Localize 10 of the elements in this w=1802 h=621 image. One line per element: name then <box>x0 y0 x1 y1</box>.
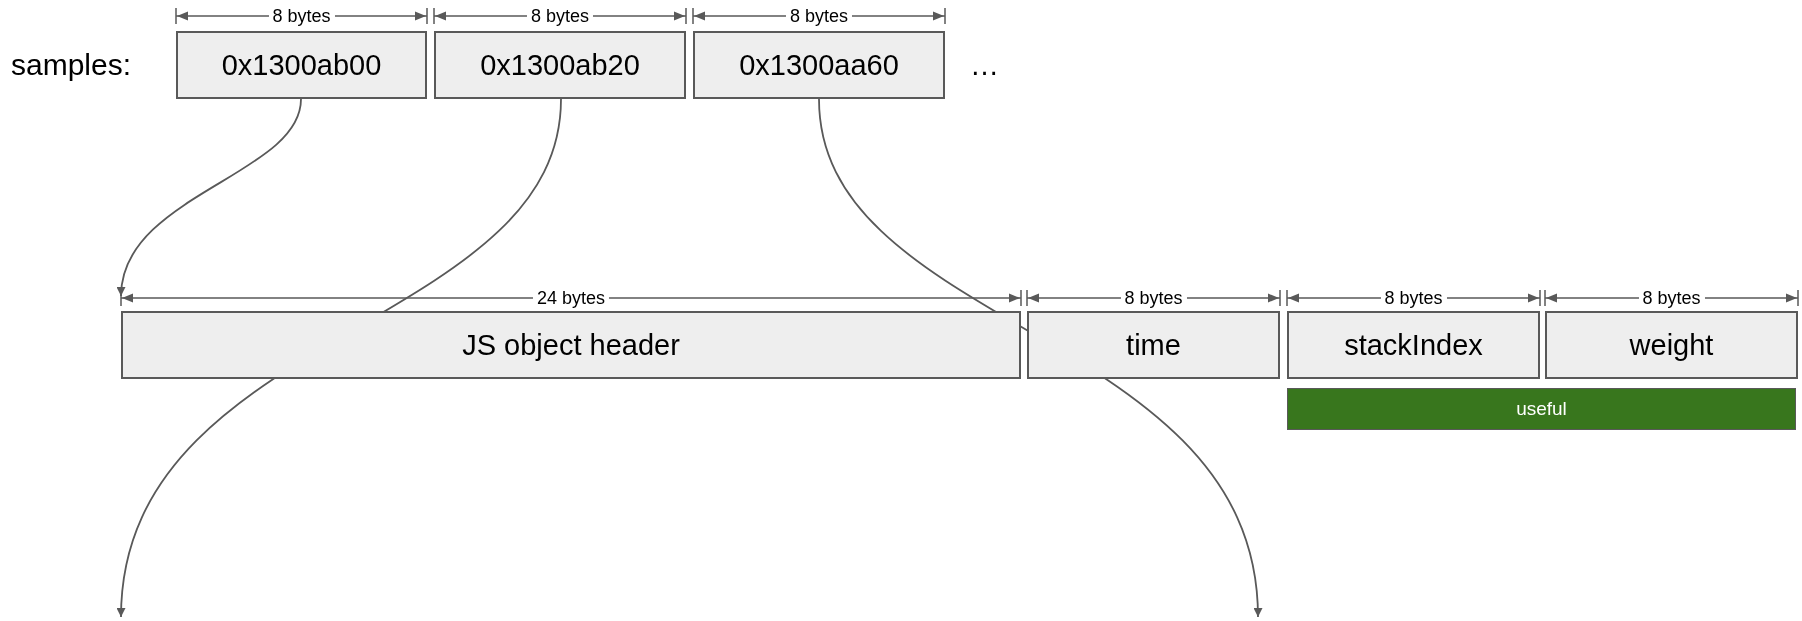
ellipsis: … <box>970 48 999 82</box>
row-label: samples: <box>11 48 132 82</box>
memory-cell: JS object header <box>121 311 1021 379</box>
memory-cell: time <box>1027 311 1280 379</box>
memory-cell: 0x1300aa60 <box>693 31 945 99</box>
memory-cell: 0x1300ab00 <box>176 31 427 99</box>
memory-cell: stackIndex <box>1287 311 1540 379</box>
highlight-bar: useful <box>1287 388 1796 430</box>
memory-cell: weight <box>1545 311 1798 379</box>
memory-cell: 0x1300ab20 <box>434 31 686 99</box>
